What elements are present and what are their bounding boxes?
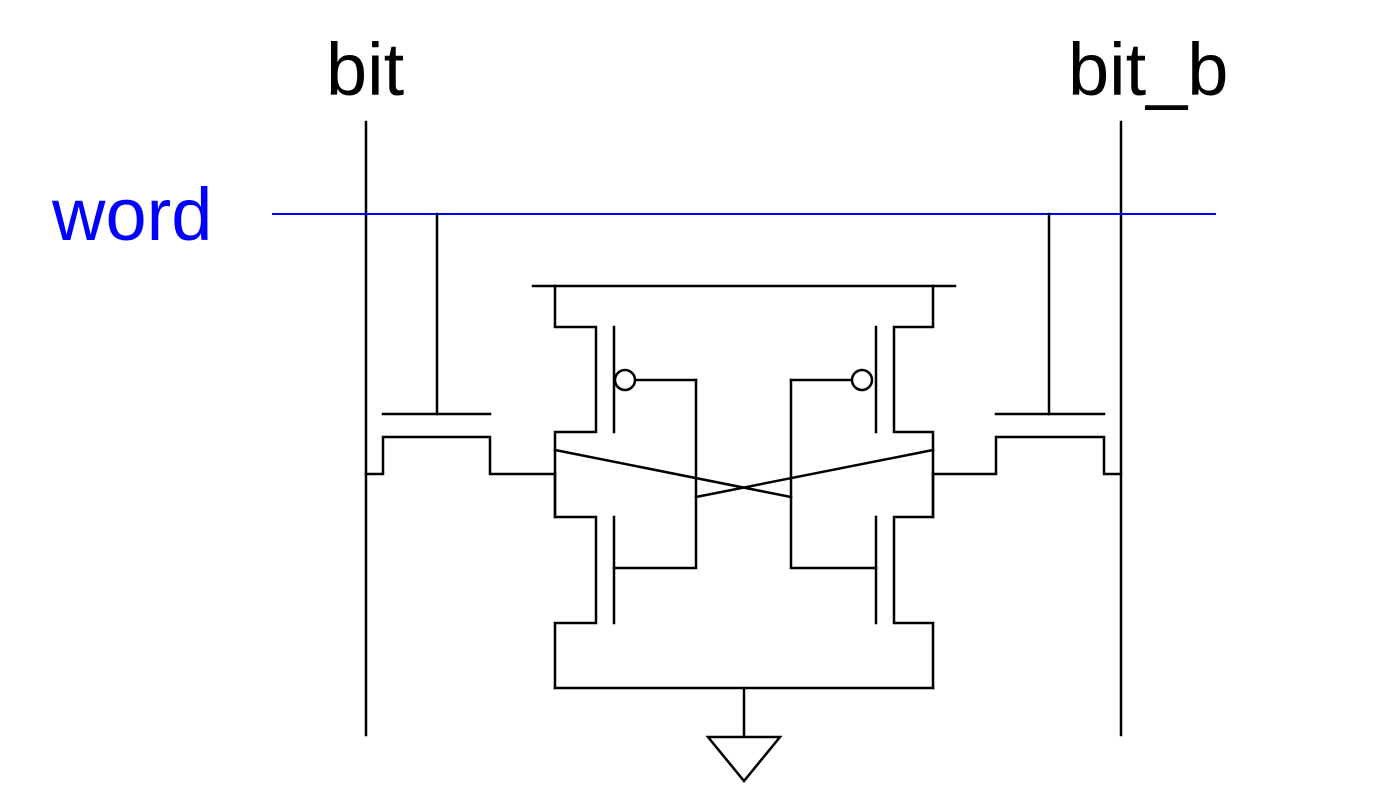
right-nmos-transistor xyxy=(789,378,935,690)
right-pmos-transistor xyxy=(789,284,935,519)
bit-label: bit xyxy=(326,28,405,111)
word-label: word xyxy=(52,173,213,256)
ground-icon xyxy=(705,735,783,783)
cross-couple-wire-left xyxy=(553,448,793,499)
left-pmos-bubble-icon xyxy=(613,368,637,392)
right-pmos-bubble-icon xyxy=(850,368,874,392)
left-nmos-transistor xyxy=(553,378,698,690)
left-access-transistor xyxy=(364,212,557,476)
bit-b-label: bit_b xyxy=(1068,28,1229,111)
right-access-transistor xyxy=(931,212,1123,476)
cross-couple-wire-right xyxy=(694,448,935,499)
left-pmos-transistor xyxy=(553,284,698,519)
